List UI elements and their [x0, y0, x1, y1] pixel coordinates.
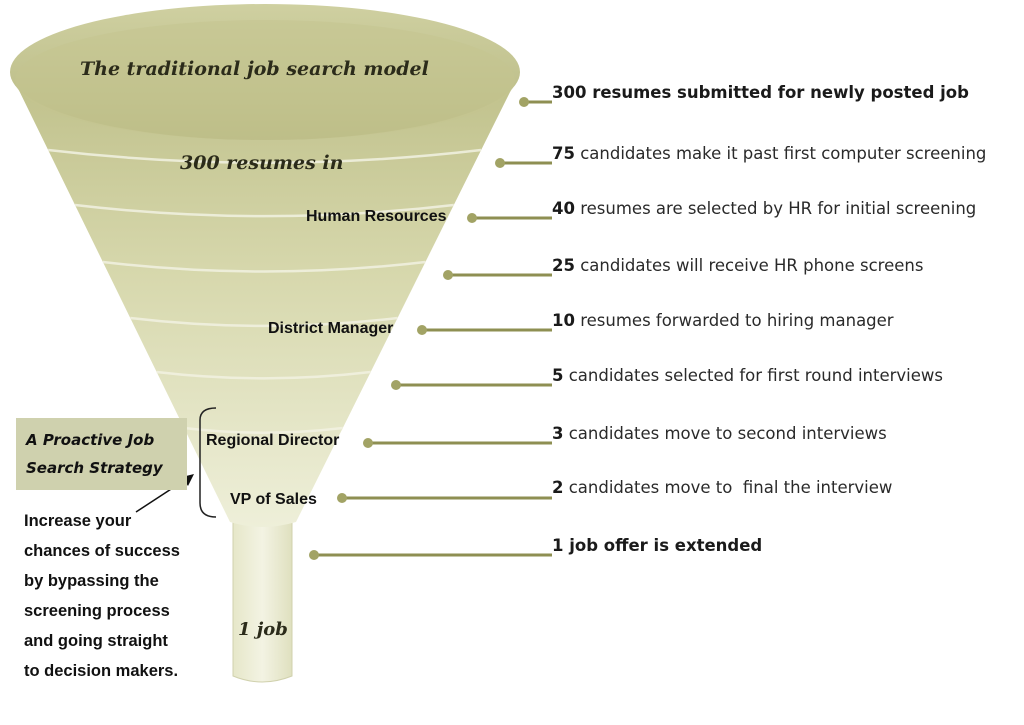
step-number: 25 [552, 256, 575, 275]
step-text: 40 resumes are selected by HR for initia… [552, 199, 976, 218]
funnel-bottom-label: 1 job [238, 619, 288, 640]
advice-line: screening process [24, 602, 170, 620]
funnel-band [74, 203, 454, 218]
step-number: 2 [552, 478, 564, 497]
connector-dot [467, 213, 477, 223]
connector-dot [443, 270, 453, 280]
step-text: 10 resumes forwarded to hiring manager [552, 311, 894, 330]
step-number: 5 [552, 366, 564, 385]
connector-dot [391, 380, 401, 390]
funnel-top-label: 300 resumes in [180, 152, 344, 174]
step-text: 300 resumes submitted for newly posted j… [552, 83, 969, 102]
step-description: candidates selected for first round inte… [563, 366, 943, 385]
step-description: resumes forwarded to hiring manager [574, 311, 894, 330]
connector-dot [519, 97, 529, 107]
stage-label-district-manager: District Manager [268, 320, 394, 337]
step-number: 40 [552, 199, 575, 218]
step-number: 75 [552, 144, 575, 163]
step-number: 1 [552, 536, 564, 555]
proactive-line-1: A Proactive Job [26, 431, 155, 449]
step-description: candidates make it past first computer s… [574, 144, 987, 163]
stage-label-human-resources: Human Resources [306, 208, 447, 225]
advice-line: and going straight [24, 632, 168, 650]
step-text: 75 candidates make it past first compute… [552, 144, 986, 163]
connector-dot [417, 325, 427, 335]
step-text: 1 job offer is extended [552, 536, 762, 555]
proactive-line-2: Search Strategy [26, 459, 163, 477]
step-description: job offer is extended [563, 536, 763, 555]
step-number: 10 [552, 311, 575, 330]
connector-dot [363, 438, 373, 448]
funnel-spout [232, 519, 293, 683]
step-text: 25 candidates will receive HR phone scre… [552, 256, 923, 275]
step-description: resumes are selected by HR for initial s… [574, 199, 977, 218]
step-description: candidates will receive HR phone screens [574, 256, 924, 275]
advice-line: Increase your [24, 512, 132, 530]
step-description: candidates move to final the interview [563, 478, 893, 497]
stage-label-regional-director: Regional Director [206, 432, 340, 449]
step-text: 3 candidates move to second interviews [552, 424, 887, 443]
connector-dot [337, 493, 347, 503]
connector-dot [495, 158, 505, 168]
step-description: resumes submitted for newly posted job [586, 83, 969, 102]
step-text: 2 candidates move to final the interview [552, 478, 892, 497]
funnel-band [130, 316, 398, 328]
advice-line: chances of success [24, 542, 180, 560]
funnel-cone [10, 72, 520, 527]
funnel-band [102, 260, 426, 273]
stage-label-vp-of-sales: VP of Sales [230, 491, 317, 508]
funnel-band [156, 370, 371, 380]
advice-line: by bypassing the [24, 572, 159, 590]
step-text: 5 candidates selected for first round in… [552, 366, 943, 385]
advice-text: Increase your chances of success by bypa… [24, 506, 180, 686]
diagram-title: The traditional job search model [80, 58, 429, 80]
advice-line: to decision makers. [24, 662, 179, 680]
connector-dot [309, 550, 319, 560]
step-number: 300 [552, 83, 587, 102]
funnel-band [47, 148, 482, 164]
proactive-strategy-box: A Proactive Job Search Strategy [16, 418, 187, 490]
step-description: candidates move to second interviews [563, 424, 887, 443]
step-number: 3 [552, 424, 564, 443]
funnel-band [183, 426, 343, 434]
bracket [199, 407, 217, 518]
